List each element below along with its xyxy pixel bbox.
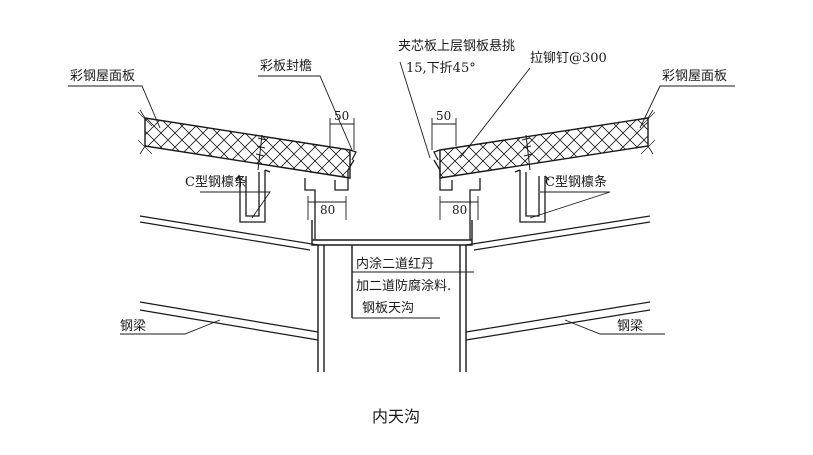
leader-lines <box>68 61 735 335</box>
label-sandwich-overhang-2: 15,下折45° <box>406 61 476 76</box>
label-coating-1: 内涂二道红丹 <box>356 256 434 272</box>
label-beam-left: 钢梁 <box>120 319 146 334</box>
right-rivet <box>521 134 533 171</box>
dim-overhang-right <box>431 118 457 150</box>
label-purlin-right: C型钢檩条 <box>545 174 607 190</box>
left-eave-flashing <box>304 159 355 240</box>
dim-text-overhang-right: 50 <box>436 109 451 123</box>
label-coating-2: 加二道防腐涂料. <box>356 278 451 294</box>
label-roof-panel-left: 彩钢屋面板 <box>70 69 135 84</box>
steel-column <box>317 245 467 372</box>
left-c-purlin <box>235 169 271 223</box>
right-c-purlin <box>514 169 550 223</box>
dim-text-overhang-left: 50 <box>334 109 349 123</box>
label-rivet: 拉铆钉@300 <box>530 51 607 66</box>
dim-purlin-right <box>439 196 479 220</box>
label-sandwich-overhang-1: 夹芯板上层钢板悬挑 <box>398 39 515 54</box>
right-roof-panel <box>433 109 656 179</box>
label-purlin-left: C型钢檩条 <box>185 174 247 190</box>
left-steel-beam <box>139 301 319 341</box>
left-beam-top <box>139 215 319 251</box>
right-beam-top <box>465 215 651 251</box>
dim-text-purlin-left: 80 <box>320 203 335 217</box>
label-roof-panel-right: 彩钢屋面板 <box>662 69 727 84</box>
dim-overhang-left <box>329 118 355 150</box>
right-steel-beam <box>465 301 651 341</box>
label-gutter: 钢板天沟 <box>362 301 414 316</box>
dim-text-purlin-right: 80 <box>452 203 467 217</box>
label-eave-flashing: 彩板封檐 <box>260 59 312 74</box>
dim-purlin-left <box>307 196 347 220</box>
right-eave-flashing <box>433 159 481 240</box>
steel-gutter <box>311 220 473 246</box>
left-rivet <box>255 134 267 171</box>
label-beam-right: 钢梁 <box>617 319 643 334</box>
figure-caption: 内天沟 <box>372 407 420 426</box>
left-roof-panel <box>137 109 357 179</box>
